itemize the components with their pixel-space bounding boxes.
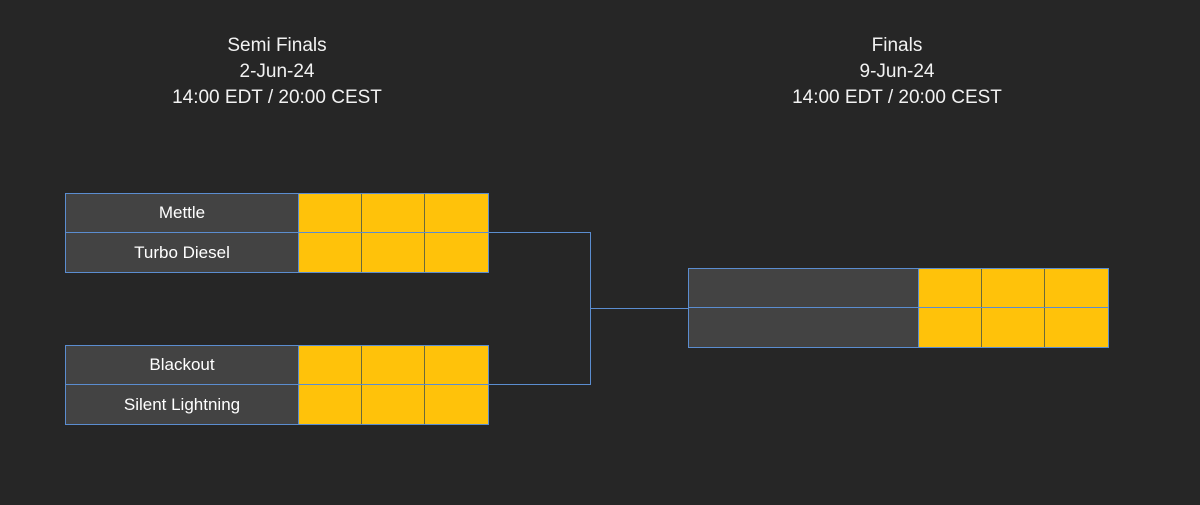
- match-row[interactable]: Turbo Diesel: [66, 233, 488, 272]
- score-cell[interactable]: [425, 194, 488, 232]
- round-time-finals: 14:00 EDT / 20:00 CEST: [792, 87, 1002, 108]
- match-final[interactable]: [688, 268, 1109, 348]
- score-cell[interactable]: [982, 269, 1045, 307]
- match-semi-final-2[interactable]: Blackout Silent Lightning: [65, 345, 489, 425]
- connector-line-semi-final-2: [489, 384, 590, 385]
- match-row[interactable]: Mettle: [66, 194, 488, 233]
- round-title-semi-finals: Semi Finals: [227, 35, 327, 56]
- team-name-cell[interactable]: Mettle: [66, 194, 298, 232]
- score-cell[interactable]: [362, 346, 425, 384]
- match-row[interactable]: Blackout: [66, 346, 488, 385]
- score-cell[interactable]: [919, 269, 982, 307]
- team-name-cell[interactable]: [689, 269, 918, 307]
- score-cell-group: [918, 269, 1108, 307]
- score-cell[interactable]: [982, 308, 1045, 347]
- round-title-finals: Finals: [871, 35, 923, 56]
- score-cell-group: [298, 385, 488, 424]
- score-cell[interactable]: [425, 385, 488, 424]
- match-semi-final-1[interactable]: Mettle Turbo Diesel: [65, 193, 489, 273]
- score-cell-group: [298, 346, 488, 384]
- round-time-semi-finals: 14:00 EDT / 20:00 CEST: [172, 87, 382, 108]
- score-cell[interactable]: [919, 308, 982, 347]
- score-cell[interactable]: [299, 233, 362, 272]
- score-cell-group: [298, 194, 488, 232]
- team-name-cell[interactable]: Silent Lightning: [66, 385, 298, 424]
- match-row[interactable]: Silent Lightning: [66, 385, 488, 424]
- score-cell[interactable]: [362, 233, 425, 272]
- connector-line-semi-final-1: [489, 232, 590, 233]
- round-header-finals: Finals 9-Jun-24 14:00 EDT / 20:00 CEST: [717, 33, 1077, 111]
- round-header-semi-finals: Semi Finals 2-Jun-24 14:00 EDT / 20:00 C…: [97, 33, 457, 111]
- connector-line-to-final: [590, 308, 689, 309]
- team-name-cell[interactable]: [689, 308, 918, 347]
- score-cell-group: [918, 308, 1108, 347]
- score-cell[interactable]: [425, 346, 488, 384]
- round-date-semi-finals: 2-Jun-24: [239, 61, 315, 82]
- score-cell-group: [298, 233, 488, 272]
- score-cell[interactable]: [362, 385, 425, 424]
- score-cell[interactable]: [299, 346, 362, 384]
- team-name-cell[interactable]: Blackout: [66, 346, 298, 384]
- score-cell[interactable]: [425, 233, 488, 272]
- team-name-cell[interactable]: Turbo Diesel: [66, 233, 298, 272]
- score-cell[interactable]: [1045, 269, 1108, 307]
- score-cell[interactable]: [1045, 308, 1108, 347]
- score-cell[interactable]: [299, 385, 362, 424]
- score-cell[interactable]: [362, 194, 425, 232]
- score-cell[interactable]: [299, 194, 362, 232]
- round-date-finals: 9-Jun-24: [859, 61, 935, 82]
- match-row[interactable]: [689, 308, 1108, 347]
- match-row[interactable]: [689, 269, 1108, 308]
